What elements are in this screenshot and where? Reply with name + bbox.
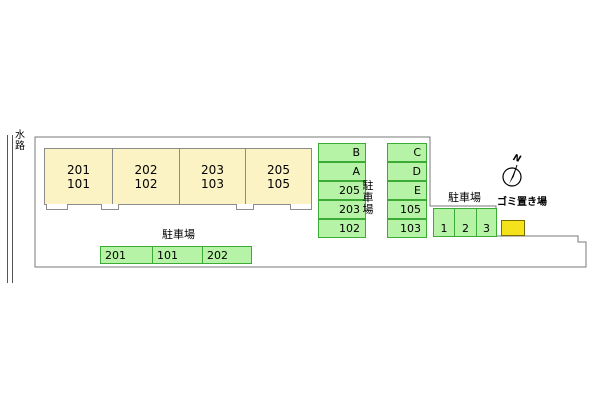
building-lower-label: 102: [134, 176, 158, 191]
parking-stall-103: 103: [387, 219, 427, 238]
garbage-area-label: ゴミ置き場: [497, 197, 547, 208]
parking-stall-101: 101: [152, 246, 203, 264]
parking-stall-1: 1: [433, 208, 455, 237]
building-upper-label: 203: [201, 162, 224, 177]
parking-stall-105: 105: [387, 200, 427, 219]
parking-stall-203: 203: [318, 200, 366, 219]
parking-stall-102: 102: [318, 219, 366, 238]
parking-stall-D: D: [387, 162, 427, 181]
building-step: [101, 204, 119, 210]
building-step: [290, 204, 312, 210]
parking-stall-C: C: [387, 143, 427, 162]
parking-east-label: 駐車場: [448, 191, 481, 204]
parking-stall-A: A: [318, 162, 366, 181]
building-step: [236, 204, 254, 210]
parking-stall-201: 201: [100, 246, 153, 264]
parking-main-label: 駐車場: [162, 228, 195, 241]
parking-stall-3: 3: [476, 208, 497, 237]
building-upper-label: 205: [267, 162, 290, 177]
building-lower-label: 105: [267, 176, 290, 191]
parking-stall-205: 205: [318, 181, 366, 200]
parking-mid-label-char: 駐: [362, 179, 374, 192]
waterway-line-left: [7, 135, 8, 283]
building-upper-label: 202: [134, 162, 158, 177]
building-step: [46, 204, 68, 210]
waterway-label: 水 路: [14, 130, 26, 152]
waterway-label-char-1: 水: [15, 130, 25, 141]
building-unit-203-103: 203 103: [179, 148, 246, 205]
garbage-area: [501, 220, 525, 236]
parking-stall-E: E: [387, 181, 427, 200]
parking-right-column: C D E 105 103: [387, 143, 427, 239]
parking-mid-label-char: 場: [362, 203, 374, 216]
building-unit-201-101: 201 101: [44, 148, 113, 205]
building-upper-label: 201: [67, 162, 90, 177]
parking-mid-label: 駐 車 場: [362, 180, 374, 216]
north-arrow-icon: [502, 164, 522, 187]
parking-stall-202: 202: [202, 246, 252, 264]
parking-mid-column: B A 205 203 102: [318, 143, 366, 239]
waterway-label-char-2: 路: [15, 141, 25, 152]
parking-stall-2: 2: [454, 208, 477, 237]
building-lower-label: 103: [201, 176, 224, 191]
building-unit-205-105: 205 105: [245, 148, 312, 205]
waterway-line-right: [12, 135, 13, 283]
building-unit-202-102: 202 102: [112, 148, 180, 205]
compass: N: [500, 153, 532, 191]
building-lower-label: 101: [67, 176, 90, 191]
parking-stall-B: B: [318, 143, 366, 162]
parking-mid-label-char: 車: [362, 191, 374, 204]
